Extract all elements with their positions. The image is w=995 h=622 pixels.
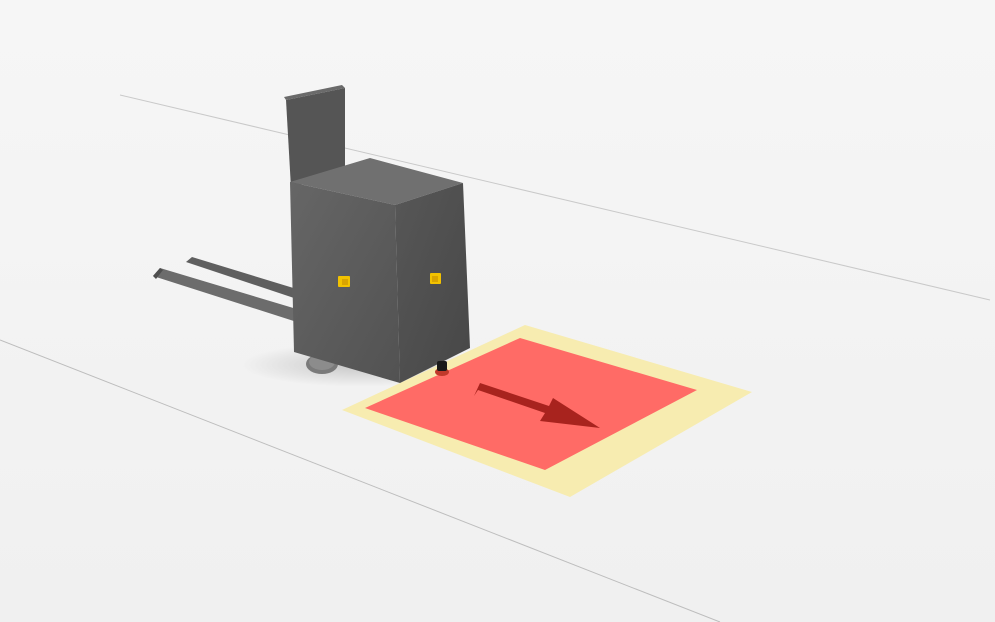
mast-front xyxy=(286,88,345,188)
body-top xyxy=(290,158,463,205)
laser-scanner-icon xyxy=(435,361,449,376)
fork-tip xyxy=(153,268,163,279)
lane-line-top xyxy=(119,94,991,301)
indicator-light-right xyxy=(430,273,441,284)
lane-line-bottom xyxy=(0,339,721,622)
fork-upper xyxy=(186,257,300,300)
indicator-light-left xyxy=(338,276,350,287)
arrow-right-down-icon xyxy=(474,383,600,428)
fork-lower xyxy=(153,268,300,323)
mast-top xyxy=(284,85,345,100)
